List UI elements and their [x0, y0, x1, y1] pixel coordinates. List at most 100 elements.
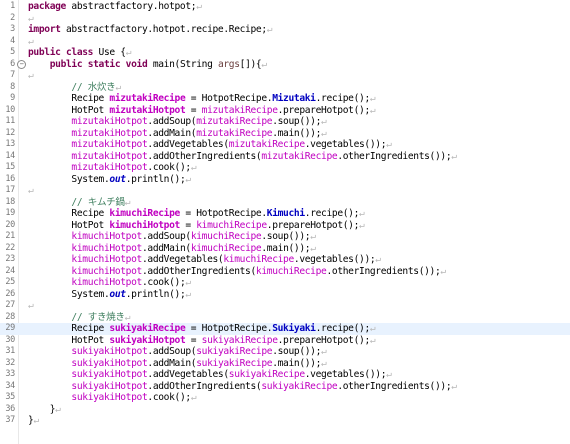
code-line-36[interactable]: 36 }↵ — [0, 404, 570, 416]
token-plain: .vegetables()); — [304, 139, 387, 150]
fold-toggle-icon[interactable]: − — [17, 59, 26, 69]
code-line-4[interactable]: 4↵ — [0, 36, 570, 48]
end-of-line-marker: ↵ — [124, 311, 131, 323]
token-plain: abstractfactory.hotpot.recipe.Recipe; — [60, 24, 267, 35]
code-line-33[interactable]: 33 sukiyakiHotpot.addVegetables(sukiyaki… — [0, 369, 570, 381]
indent — [28, 277, 71, 288]
end-of-line-marker: ↵ — [369, 104, 376, 116]
token-var: mizutakiHotpot — [71, 116, 148, 127]
indent — [28, 346, 71, 357]
indent — [28, 369, 71, 380]
token-plain: .soup()); — [272, 346, 322, 357]
token-plain: .soup()); — [261, 231, 311, 242]
code-line-19[interactable]: 19 Recipe kimuchiRecipe = HotpotRecipe.K… — [0, 208, 570, 220]
token-var: sukiyakiHotpot — [71, 369, 148, 380]
code-line-10[interactable]: 10 HotPot mizutakiHotpot = mizutakiRecip… — [0, 105, 570, 117]
code-text: mizutakiHotpot.addMain(mizutakiRecipe.ma… — [28, 128, 326, 140]
token-plain: .main()); — [261, 242, 311, 254]
token-plain: .println(); — [125, 173, 186, 185]
line-number: 1 — [10, 1, 15, 11]
code-line-20[interactable]: 20 HotPot kimuchiHotpot = kimuchiRecipe.… — [0, 220, 570, 232]
token-plain: } — [28, 415, 34, 426]
line-number: 23 — [5, 254, 15, 264]
code-line-17[interactable]: 17 ↵ — [0, 185, 570, 197]
token-static: out — [109, 288, 126, 300]
code-line-29[interactable]: 29 Recipe sukiyakiRecipe = HotpotRecipe.… — [0, 323, 570, 335]
token-plain: .addMain( — [141, 242, 191, 254]
line-number: 36 — [5, 403, 15, 414]
token-comment: // すき焼き — [71, 311, 125, 323]
end-of-line-marker: ↵ — [359, 208, 365, 219]
code-text: import abstractfactory.hotpot.recipe.Rec… — [28, 24, 273, 36]
code-line-23[interactable]: 23 kimuchiHotpot.addVegetables(kimuchiRe… — [0, 254, 570, 266]
code-line-31[interactable]: 31 sukiyakiHotpot.addSoup(sukiyakiRecipe… — [0, 346, 570, 358]
line-number: 15 — [5, 162, 15, 172]
code-line-2[interactable]: 2↵ — [0, 13, 570, 25]
code-line-27[interactable]: 27↵ — [0, 300, 570, 312]
line-number: 20 — [5, 219, 15, 230]
code-line-14[interactable]: 14 mizutakiHotpot.addOtherIngredients(mi… — [0, 151, 570, 163]
token-kw: package — [28, 1, 66, 12]
code-text: sukiyakiHotpot.addMain(sukiyakiRecipe.ma… — [28, 358, 326, 370]
code-line-12[interactable]: 12 mizutakiHotpot.addMain(mizutakiRecipe… — [0, 128, 570, 140]
token-plain: } — [49, 403, 56, 415]
token-var: mizutakiRecipe — [261, 150, 338, 162]
end-of-line-marker: ↵ — [321, 127, 327, 139]
line-number: 17 — [5, 185, 15, 195]
end-of-line-marker: ↵ — [55, 403, 61, 415]
token-plain: .addOtherIngredients( — [147, 150, 262, 162]
indent — [28, 174, 71, 185]
token-var: mizutakiHotpot — [71, 127, 148, 139]
end-of-line-marker: ↵ — [369, 334, 376, 346]
code-text: mizutakiHotpot.addSoup(mizutakiRecipe.so… — [28, 116, 326, 128]
code-line-18[interactable]: 18 // キムチ鍋↵ — [0, 197, 570, 209]
code-line-13[interactable]: 13 mizutakiHotpot.addVegetables(mizutaki… — [0, 139, 570, 151]
code-line-6[interactable]: 6− public static void main(String args[]… — [0, 59, 570, 71]
token-plain: HotPot — [71, 334, 110, 346]
code-line-11[interactable]: 11 mizutakiHotpot.addSoup(mizutakiRecipe… — [0, 116, 570, 128]
line-number: 16 — [5, 173, 15, 184]
token-plain: = — [185, 104, 202, 116]
line-number: 31 — [5, 346, 15, 356]
end-of-line-marker: ↵ — [115, 81, 121, 93]
code-line-24[interactable]: 24 kimuchiHotpot.addOtherIngredients(kim… — [0, 266, 570, 278]
code-line-22[interactable]: 22 kimuchiHotpot.addMain(kimuchiRecipe.m… — [0, 243, 570, 255]
code-line-21[interactable]: 21 kimuchiHotpot.addSoup(kimuchiRecipe.s… — [0, 231, 570, 243]
code-line-30[interactable]: 30 HotPot sukiyakiHotpot = sukiyakiRecip… — [0, 335, 570, 347]
end-of-line-marker: ↵ — [369, 323, 376, 334]
end-of-line-marker: ↵ — [124, 196, 131, 208]
code-line-26[interactable]: 26 System.out.println();↵ — [0, 289, 570, 301]
code-line-9[interactable]: 9 Recipe mizutakiRecipe = HotpotRecipe.M… — [0, 93, 570, 105]
token-plain: .recipe(); — [315, 93, 371, 104]
token-plain: HotPot — [71, 219, 110, 231]
code-text: mizutakiHotpot.addOtherIngredients(mizut… — [28, 151, 457, 163]
token-plain: .addOtherIngredients( — [147, 380, 262, 392]
token-var: sukiyakiRecipe — [228, 369, 305, 380]
code-line-7[interactable]: 7↵ — [0, 70, 570, 82]
code-line-32[interactable]: 32 sukiyakiHotpot.addMain(sukiyakiRecipe… — [0, 358, 570, 370]
code-text: ↵ — [28, 70, 34, 82]
code-line-25[interactable]: 25 kimuchiHotpot.cook();↵ — [0, 277, 570, 289]
code-line-28[interactable]: 28 // すき焼き↵ — [0, 312, 570, 324]
code-line-35[interactable]: 35 sukiyakiHotpot.cook();↵ — [0, 392, 570, 404]
code-line-37[interactable]: 37}↵ — [0, 415, 570, 427]
token-vardecl: mizutakiHotpot — [109, 104, 186, 116]
code-line-16[interactable]: 16 System.out.println();↵ — [0, 174, 570, 186]
end-of-line-marker: ↵ — [451, 150, 457, 162]
code-line-8[interactable]: 8 // 水炊き↵ — [0, 82, 570, 94]
token-var: mizutakiRecipe — [228, 139, 305, 150]
token-plain: .otherIngredients()); — [337, 150, 452, 162]
code-line-34[interactable]: 34 sukiyakiHotpot.addOtherIngredients(su… — [0, 381, 570, 393]
token-kw: import — [28, 24, 61, 35]
code-text: System.out.println();↵ — [28, 289, 191, 301]
code-line-15[interactable]: 15 mizutakiHotpot.cook();↵ — [0, 162, 570, 174]
end-of-line-marker: ↵ — [386, 139, 392, 150]
code-text: ↵ — [28, 13, 34, 25]
end-of-line-marker: ↵ — [28, 185, 34, 196]
token-plain: .soup()); — [272, 116, 322, 127]
